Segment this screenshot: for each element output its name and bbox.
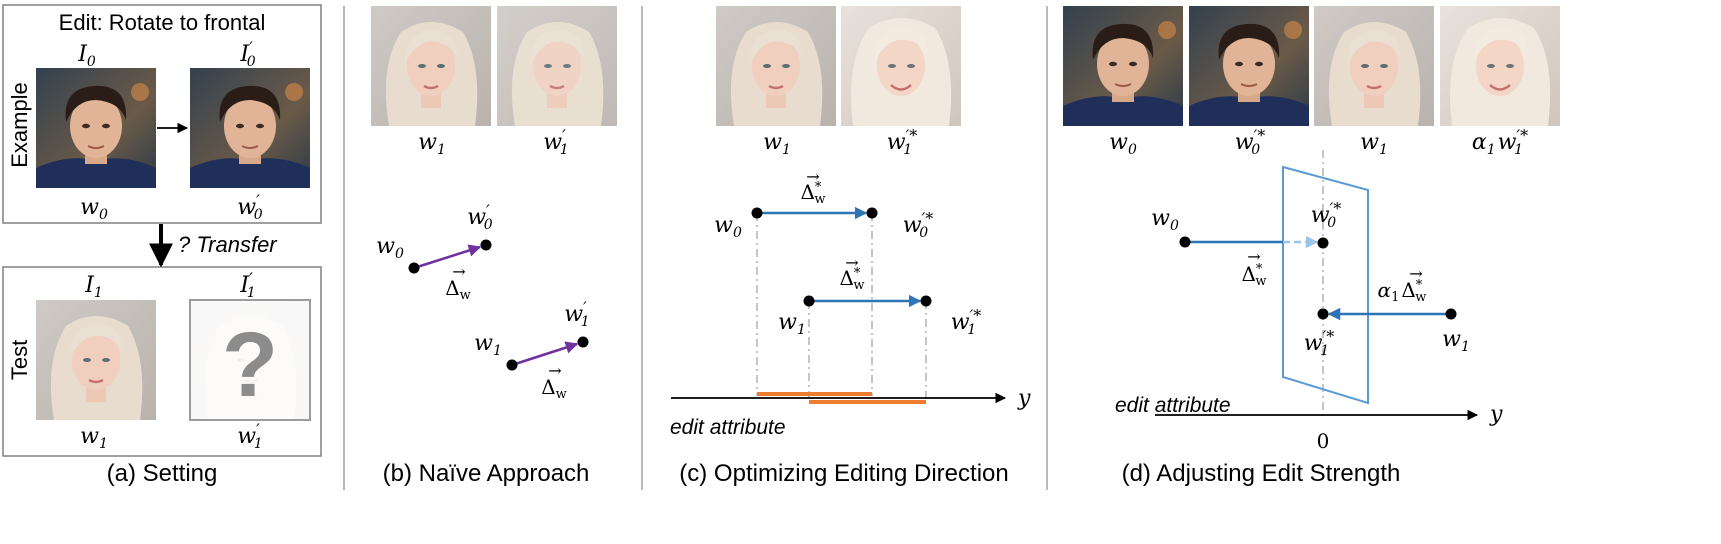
label-c-w0-prime-star: w′*0 xyxy=(903,209,933,241)
vector-arrow-glyph: → xyxy=(548,361,561,380)
caption-d: (d) Adjusting Edit Strength xyxy=(1122,460,1401,487)
caption-c: (c) Optimizing Editing Direction xyxy=(679,460,1008,487)
axis-y-label: y xyxy=(1017,386,1031,411)
label-c-w1: w1 xyxy=(763,130,791,158)
label-i1: I1 xyxy=(84,273,103,301)
delta-arrow-w0 xyxy=(413,244,482,270)
label-c-w1-point: w1 xyxy=(778,310,806,338)
vector-arrow-glyph: → xyxy=(1247,247,1260,266)
image-i0 xyxy=(35,67,157,189)
label-d-w1: w1 xyxy=(1360,130,1388,158)
label-w1: w1 xyxy=(80,424,108,452)
label-c-w1-prime-star: w′*1 xyxy=(887,126,917,158)
label-c-w1-prime-star-point: w′*1 xyxy=(951,306,981,338)
point-d-w0 xyxy=(1179,236,1191,248)
decision-plane xyxy=(1282,165,1369,405)
point-c-w1-prime-star xyxy=(920,295,932,307)
panel-a-setting: Edit: Rotate to frontal Example Test I0 … xyxy=(2,4,322,487)
image-d-w0-prime-star xyxy=(1188,5,1310,127)
label-i0-prime: I′0 xyxy=(239,38,255,70)
label-b-w0: w0 xyxy=(376,234,404,262)
label-d-w0-prime-star: w′*0 xyxy=(1235,126,1265,158)
label-b-w1-point: w1 xyxy=(474,331,502,359)
image-i1 xyxy=(34,298,158,422)
label-d-w0: w0 xyxy=(1109,130,1137,158)
point-d-w0-prime-star xyxy=(1317,237,1329,249)
label-d-w0-prime-star-point: w′*0 xyxy=(1311,199,1341,231)
image-c-w1 xyxy=(714,4,838,128)
image-i1-prime-unknown: ? xyxy=(188,298,312,422)
example-label: Example xyxy=(7,82,32,168)
label-c-delta-star-2: Δ*w xyxy=(839,266,864,293)
point-w0-prime xyxy=(480,239,492,251)
transfer-label: ? Transfer xyxy=(178,232,278,257)
delta-arrow-w1 xyxy=(511,341,579,367)
image-d-alpha-w1-prime-star xyxy=(1438,4,1562,128)
point-d-w1-prime-star xyxy=(1317,308,1329,320)
label-delta-w-1: Δw xyxy=(445,276,471,303)
label-d-w1-point: w1 xyxy=(1442,327,1470,355)
label-w0: w0 xyxy=(80,195,108,223)
image-i0-prime xyxy=(189,67,311,189)
label-c-w0: w0 xyxy=(714,213,742,241)
test-label: Test xyxy=(7,340,32,380)
point-c-w0-prime-star xyxy=(866,207,878,219)
edit-label: Edit: Rotate to frontal xyxy=(59,10,266,35)
panel-b-naive: w1 w′1 w0 w′0 → Δw w1 w′1 → Δw (b) Naïve… xyxy=(369,4,619,487)
question-mark-icon: ? xyxy=(222,314,278,416)
caption-a: (a) Setting xyxy=(107,460,218,487)
label-delta-w-2: Δw xyxy=(541,375,567,402)
label-d-alpha-w1-prime-star: α1w′*1 xyxy=(1472,126,1528,158)
axis-title: edit attribute xyxy=(670,416,786,439)
vector-arrow-glyph: → xyxy=(452,262,465,281)
point-w0 xyxy=(408,262,420,274)
axis-title-d: edit attribute xyxy=(1115,394,1231,417)
label-i1-prime: I′1 xyxy=(239,269,255,301)
image-w1 xyxy=(369,4,493,128)
caption-b: (b) Naïve Approach xyxy=(383,460,590,487)
point-c-w1 xyxy=(803,295,815,307)
panel-d-adjusting: w0 w′*0 w1 α1w′*1 w0 w′*0 w1 w′*1 → Δ*w … xyxy=(1062,4,1562,487)
image-c-w1-prime-star xyxy=(839,4,963,128)
label-b-w1-prime-point: w′1 xyxy=(564,298,589,330)
axis-zero-label: 0 xyxy=(1317,429,1330,453)
image-d-w1 xyxy=(1312,4,1436,128)
point-d-w1 xyxy=(1445,308,1457,320)
label-w1-prime: w′1 xyxy=(237,420,262,452)
panel-c-optimizing: w1 w′*1 y edit attribute w0 w′*0 w1 w′*1… xyxy=(670,4,1031,487)
image-d-w0 xyxy=(1062,5,1184,127)
vector-arrow-glyph: → xyxy=(1409,264,1422,283)
label-i0: I0 xyxy=(77,42,96,70)
label-b-w1-prime: w′1 xyxy=(543,126,568,158)
label-c-delta-star-1: Δ*w xyxy=(800,180,825,207)
label-d-w0-point: w0 xyxy=(1151,206,1179,234)
label-w0-prime: w′0 xyxy=(237,191,262,223)
image-w1-prime xyxy=(495,4,619,128)
vector-arrow-glyph: → xyxy=(845,253,858,272)
label-d-delta-star: Δ*w xyxy=(1241,262,1266,289)
point-w1-prime xyxy=(577,336,589,348)
point-w1 xyxy=(506,359,518,371)
point-c-w0 xyxy=(751,207,763,219)
label-b-w1: w1 xyxy=(418,130,446,158)
label-d-w1-prime-star-point: w′*1 xyxy=(1304,327,1334,359)
label-b-w0-prime: w′0 xyxy=(467,201,492,233)
vector-arrow-glyph: → xyxy=(806,167,819,186)
axis-y-label-d: y xyxy=(1489,402,1503,427)
